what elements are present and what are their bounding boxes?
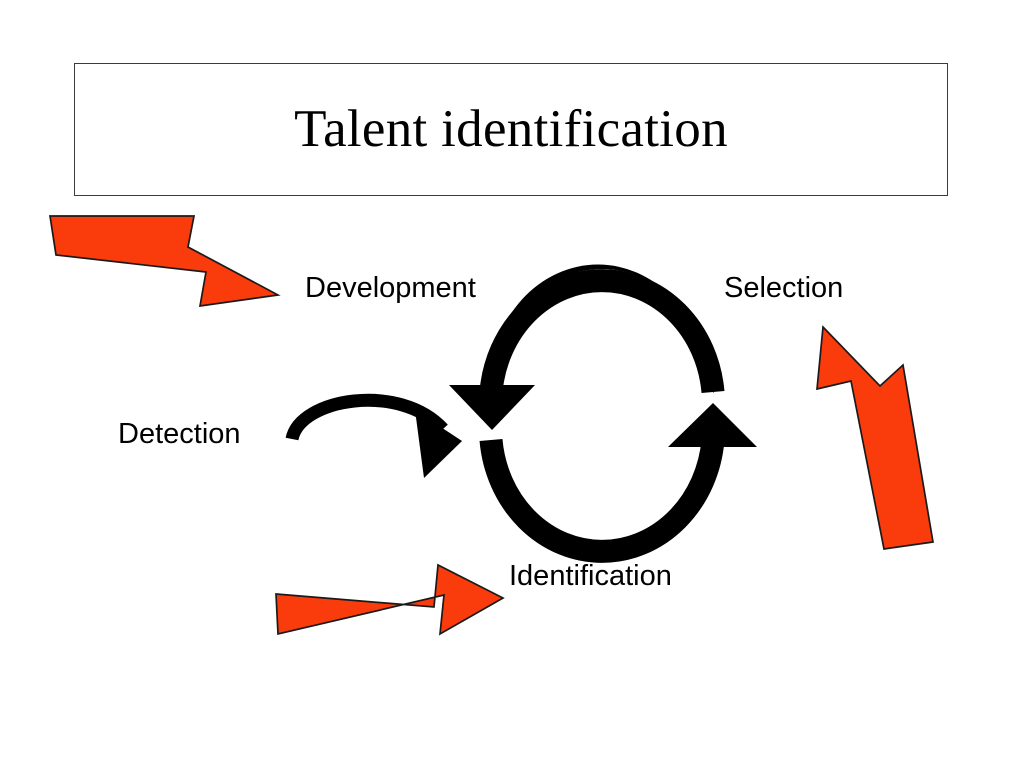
- red-arrow-bottom-left: [275, 563, 505, 636]
- curved-arrowhead: [415, 410, 462, 478]
- diagram-label-development: Development: [305, 272, 476, 304]
- red-arrow-top-left: [49, 215, 281, 308]
- cycle-arrowhead-down: [449, 385, 535, 430]
- diagram-label-identification: Identification: [509, 560, 672, 592]
- page-title: Talent identification: [294, 99, 728, 158]
- circular-cycle-arrow: [449, 264, 757, 563]
- curved-arrow: [285, 393, 462, 478]
- diagram-label-detection: Detection: [118, 418, 241, 450]
- diagram-label-selection: Selection: [724, 272, 844, 304]
- red-arrow-right: [816, 325, 934, 550]
- cycle-arrowhead-up: [668, 403, 757, 447]
- title-box: Talent identification: [74, 63, 948, 196]
